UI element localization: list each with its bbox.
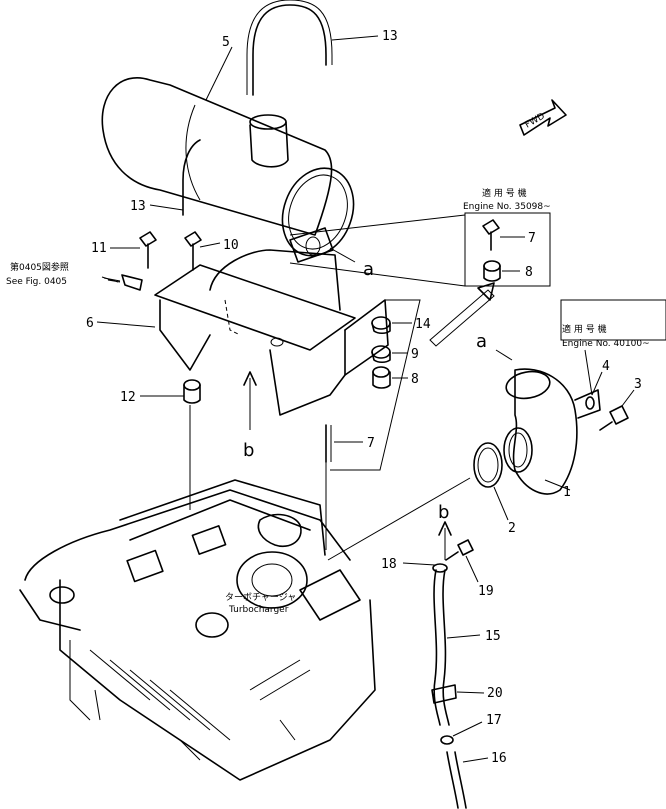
callout-15: 15 bbox=[485, 629, 501, 644]
view-letter-b-tube: b bbox=[438, 502, 449, 523]
callout-16: 16 bbox=[491, 751, 507, 766]
inset-connector bbox=[289, 214, 495, 471]
notes: 第0405図参照 See Fig. 0405 適 用 号 機 Engine No… bbox=[6, 187, 650, 615]
inset-box-engine-35098 bbox=[464, 212, 551, 287]
forward-direction-icon: FWD bbox=[519, 99, 567, 136]
callout-13-top: 13 bbox=[382, 29, 398, 44]
callout-numbers: 5 13 13 11 10 6 12 14 9 8 7 7 8 4 3 1 2 … bbox=[86, 29, 642, 766]
leader-lines bbox=[96, 35, 635, 763]
callout-5: 5 bbox=[222, 35, 230, 50]
turbocharger-label-jp: ターボチャージャ bbox=[225, 592, 296, 603]
callout-9: 9 bbox=[411, 347, 419, 362]
callout-4: 4 bbox=[602, 359, 610, 374]
view-letters: a a b b bbox=[243, 259, 487, 523]
callout-7-main: 7 bbox=[367, 436, 375, 451]
applicable-note-jp-2: 適 用 号 機 bbox=[562, 323, 607, 335]
callout-8-main: 8 bbox=[411, 372, 419, 387]
callout-3: 3 bbox=[634, 377, 642, 392]
applicable-note-jp-1: 適 用 号 機 bbox=[482, 187, 527, 199]
callout-8-inset: 8 bbox=[525, 265, 533, 280]
view-letter-a-muffler: a bbox=[363, 259, 374, 280]
bolts-nuts-part bbox=[121, 231, 391, 463]
callout-17: 17 bbox=[486, 713, 502, 728]
engine-block-part bbox=[19, 479, 376, 781]
callout-11: 11 bbox=[91, 241, 107, 256]
callout-14: 14 bbox=[415, 317, 431, 332]
dipstick-tube-part bbox=[431, 539, 474, 809]
callout-20: 20 bbox=[487, 686, 503, 701]
see-fig-note-en: See Fig. 0405 bbox=[6, 277, 67, 287]
callout-12: 12 bbox=[120, 390, 136, 405]
callout-1: 1 bbox=[563, 485, 571, 500]
see-fig-note-jp: 第0405図参照 bbox=[10, 261, 69, 273]
view-letter-a-pipe: a bbox=[476, 331, 487, 352]
callout-13-left: 13 bbox=[130, 199, 146, 214]
bracket-part bbox=[154, 249, 389, 416]
callout-19: 19 bbox=[478, 584, 494, 599]
turbocharger-label-en: Turbocharger bbox=[228, 605, 289, 615]
callout-18: 18 bbox=[381, 557, 397, 572]
callout-10: 10 bbox=[223, 238, 239, 253]
callout-2: 2 bbox=[508, 521, 516, 536]
engine-number-note-1: Engine No. 35098~ bbox=[463, 202, 551, 212]
u-bolt-part bbox=[182, 0, 333, 216]
engine-number-note-2: Engine No. 40100~ bbox=[562, 339, 650, 349]
callout-7-inset: 7 bbox=[528, 231, 536, 246]
view-letter-b-bracket: b bbox=[243, 440, 254, 461]
callout-6: 6 bbox=[86, 316, 94, 331]
